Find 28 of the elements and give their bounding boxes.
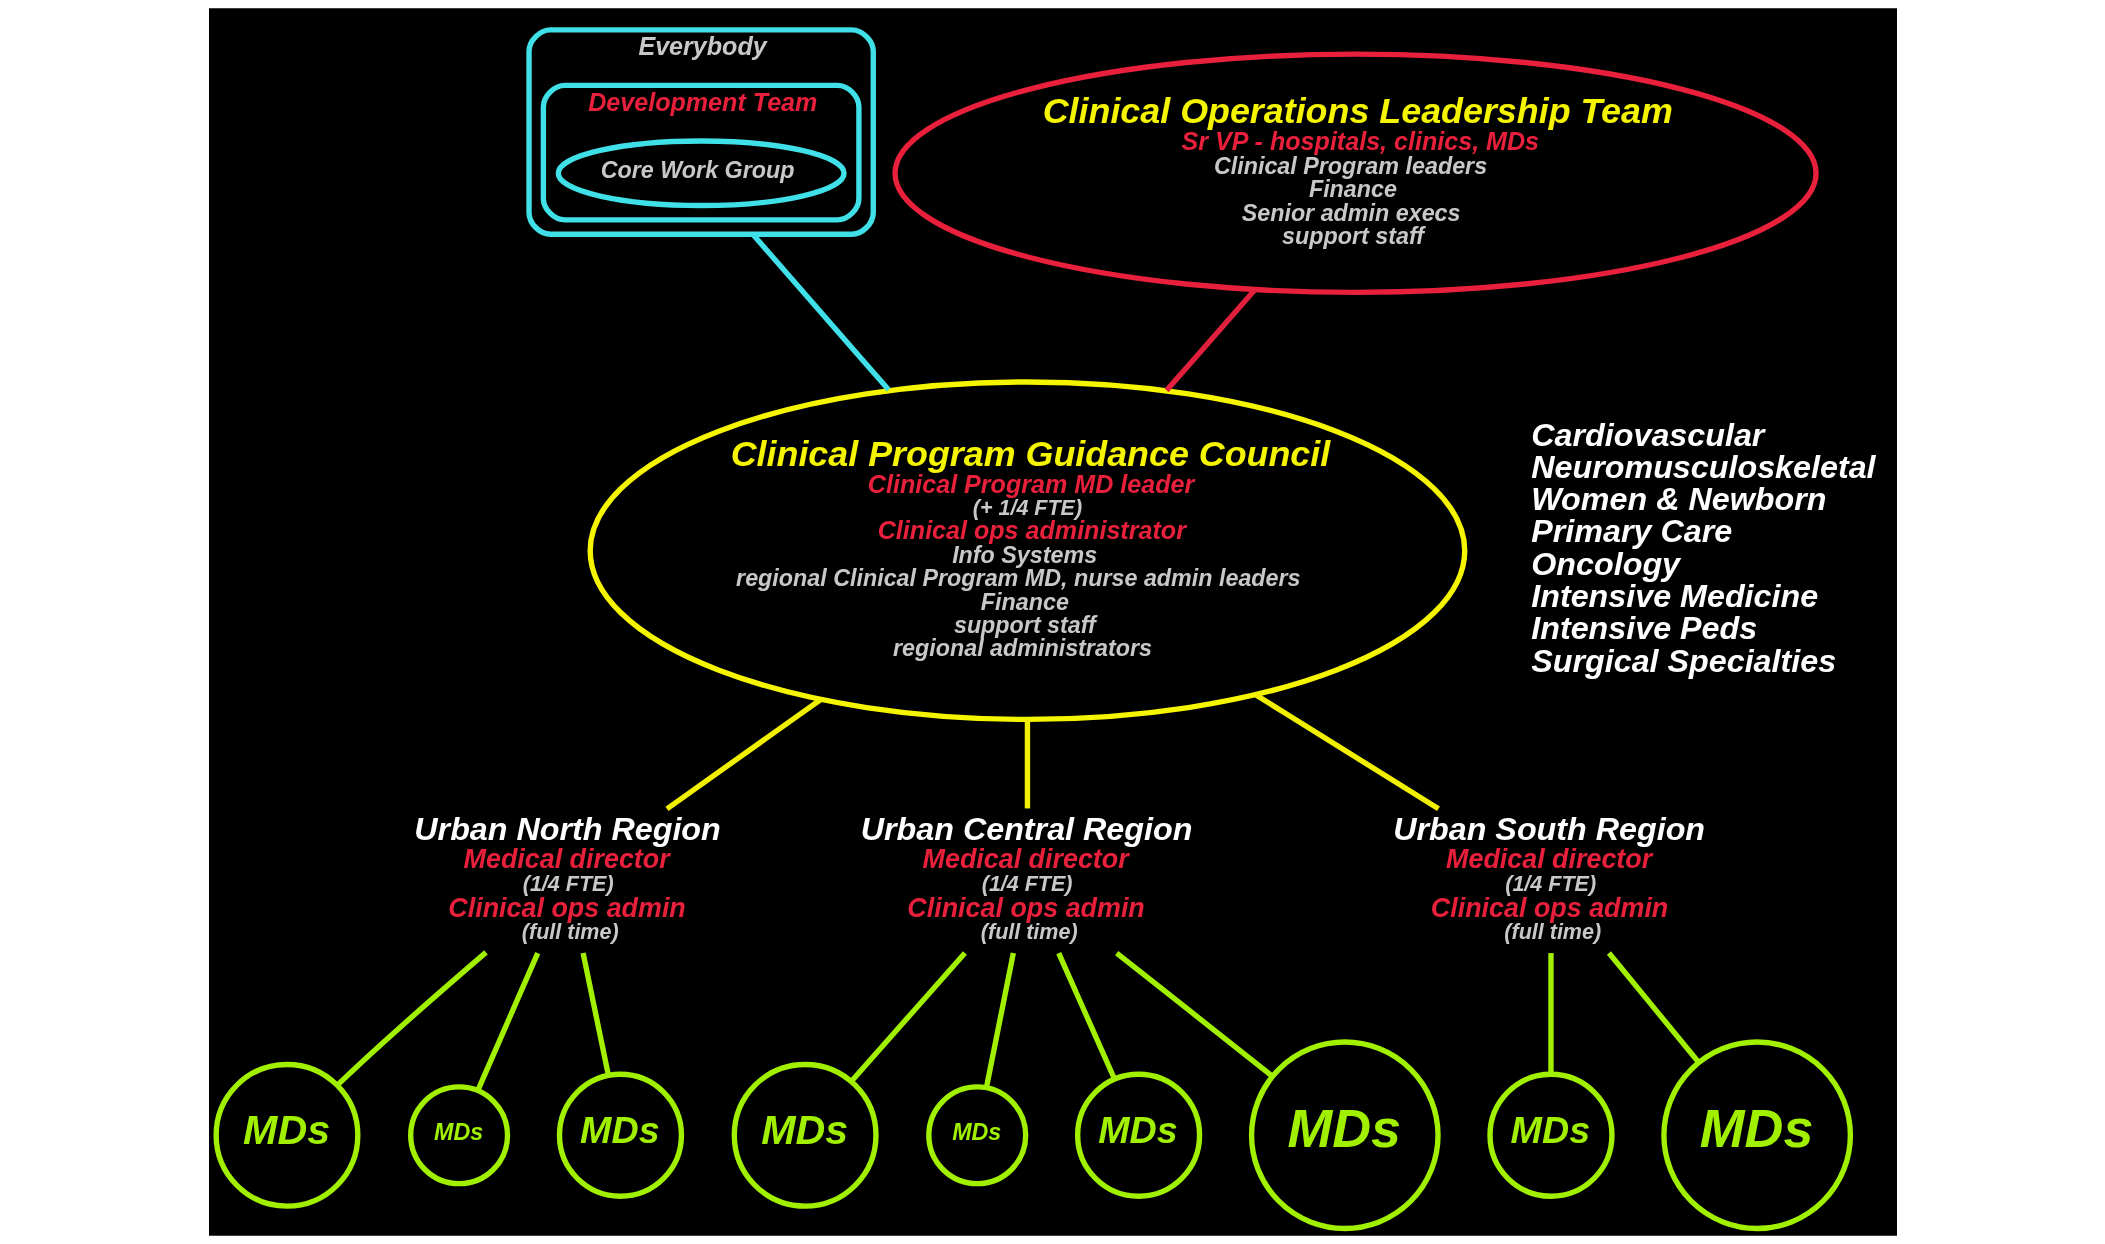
connector xyxy=(1055,951,1117,1080)
node-text: Urban South Region Medical director (1/4 FTE) Clinical ops admin (full time) xyxy=(1392,811,1705,945)
node-ellipse: Clinical Program Guidance Council Clinical Program MD leader (+ 1/4 FTE) Clinical ops administrator Info Systems regional Clinical Program MD, nurse admin leaders Finance support staff regional administrators xyxy=(586,379,1467,723)
node-circle: MDs xyxy=(1074,1071,1202,1199)
node-text: Urban Central Region Medical director (1/4 FTE) Clinical ops admin (full time) xyxy=(860,811,1192,945)
connector xyxy=(1114,950,1274,1079)
connector xyxy=(983,952,1016,1088)
connector xyxy=(1024,719,1030,809)
connector xyxy=(335,950,488,1088)
node-circle: MDs xyxy=(1248,1039,1441,1232)
connector xyxy=(664,697,822,812)
node-circle: MDs xyxy=(731,1061,879,1209)
connector xyxy=(1164,288,1257,393)
node-text: Urban North Region Medical director (1/4 FTE) Clinical ops admin (full time) xyxy=(413,811,721,945)
node-ellipse: Core Work Group xyxy=(555,138,847,209)
connector xyxy=(475,952,540,1092)
node-circle: MDs xyxy=(556,1071,684,1199)
node-circle: MDs xyxy=(213,1061,360,1209)
connector xyxy=(1253,692,1440,812)
node-circle: MDs xyxy=(1486,1071,1615,1199)
connector xyxy=(849,951,967,1083)
node-circle: MDs xyxy=(1660,1039,1853,1232)
node-ellipse: Clinical Operations Leadership Team Sr VP - hospitals, clinics, MDs Clinical Program leaders Finance Senior admin execs support staff xyxy=(891,51,1819,296)
connector xyxy=(579,952,611,1076)
node-circle: MDs xyxy=(925,1084,1028,1187)
connector xyxy=(1606,951,1700,1064)
node-circle: MDs xyxy=(407,1084,510,1187)
connector xyxy=(1547,953,1554,1074)
